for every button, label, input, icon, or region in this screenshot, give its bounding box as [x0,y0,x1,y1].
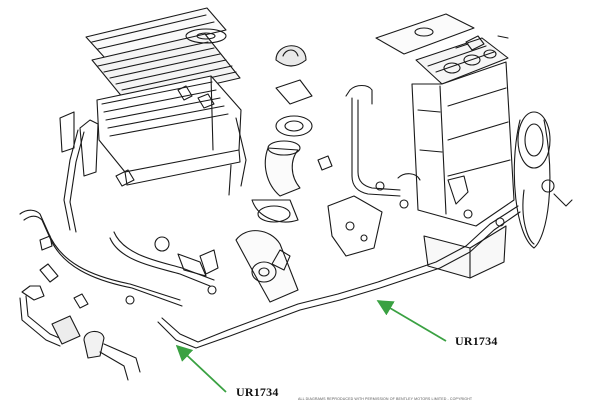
engine-block-icon [375,13,515,279]
part-number-callout: UR1734 [236,385,279,399]
part-number-callout: UR1734 [455,334,498,348]
heater-unit-icon [59,7,247,196]
pointer-arrow-icon [175,300,447,393]
copyright-notice: ALL DIAGRAMS REPRODUCED WITH PERMISSION … [298,397,473,401]
air-duct-icon [154,140,301,303]
fan-pulley-icon [513,111,573,249]
valve-assembly-icon [19,235,141,381]
bracket-plate-icon [327,173,469,257]
fittings-icon [115,155,505,305]
cap-part-icon [275,45,313,137]
